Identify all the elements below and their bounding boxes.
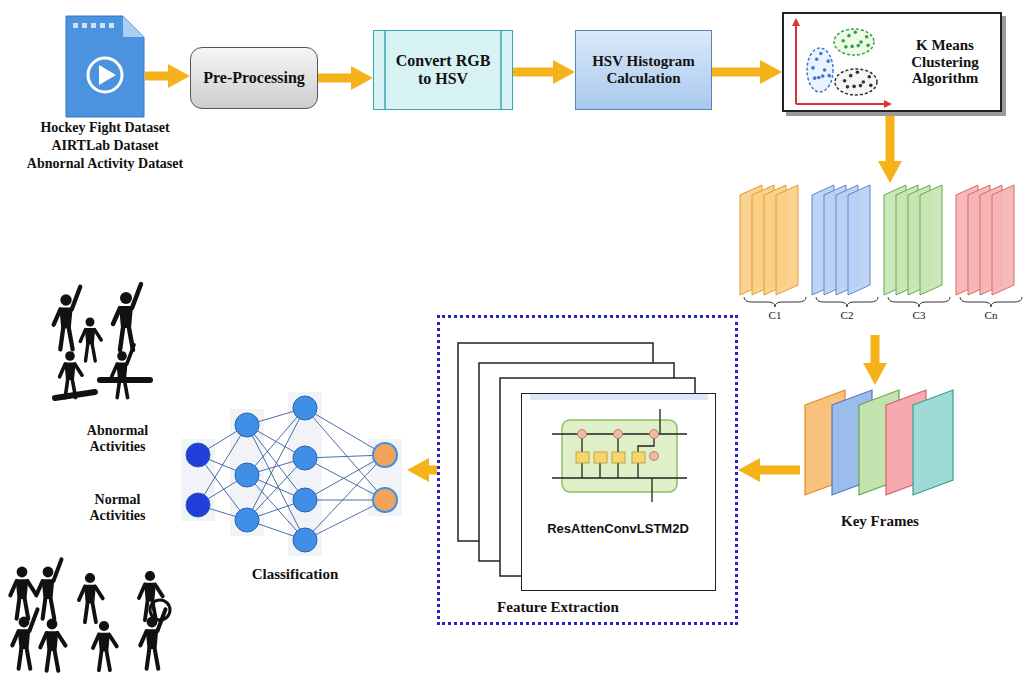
flow-arrow — [760, 466, 800, 475]
process-box: HSV Histogram Calculation — [575, 30, 712, 110]
abnormal-icon-panel — [46, 288, 162, 408]
node-art — [784, 14, 894, 114]
frame-clusters: C1 C2 C3 Cn — [735, 183, 1027, 335]
node-art — [175, 392, 407, 562]
node-art — [65, 15, 145, 118]
flow-arrow — [318, 74, 351, 83]
classifier-network: Classification — [175, 392, 407, 592]
normal-figures — [10, 559, 170, 670]
text-area: HSV Histogram Calculation — [582, 35, 705, 105]
cluster-label: C1 — [755, 309, 795, 321]
text-area: K Means Clustering Algorithm — [894, 18, 996, 106]
node-art — [800, 385, 960, 505]
cluster-label: C2 — [827, 309, 867, 321]
process-label: Pre-Processing — [203, 69, 305, 87]
dataset-name: Hockey Fight Dataset — [0, 120, 215, 136]
cluster-label: Cn — [971, 309, 1011, 321]
flow-arrow — [886, 112, 895, 161]
process-label: K Means Clustering Algorithm — [894, 37, 996, 87]
flow-arrow — [145, 72, 168, 81]
dataset-icon: Hockey Fight DatasetAIRTLab DatasetAbnor… — [65, 15, 145, 118]
clustering-box: K Means Clustering Algorithm — [782, 12, 1002, 112]
model-name: ResAttenConvLSTM2D — [522, 522, 714, 537]
text-area: Convert RGB to HSV — [390, 35, 496, 105]
dataset-name: AIRTLab Dataset — [0, 138, 215, 154]
stage-label: Feature Extraction — [458, 599, 658, 616]
cluster-label: C3 — [899, 309, 939, 321]
flow-arrow — [871, 335, 880, 363]
class-label: Normal Activities — [70, 492, 165, 524]
abnormal-figures — [54, 284, 150, 398]
model-page: ResAttenConvLSTM2D — [521, 393, 716, 591]
feature-extraction-panel: ResAttenConvLSTM2D Feature Extraction — [437, 315, 738, 625]
flow-arrow — [429, 466, 437, 475]
key-frames: Key Frames — [800, 385, 960, 545]
dataset-name: Abnornal Activity Dataset — [0, 156, 215, 172]
process-label: Convert RGB to HSV — [390, 52, 496, 88]
text-area: Pre-Processing — [197, 52, 311, 104]
stage-label: Key Frames — [800, 513, 960, 530]
node-art — [522, 394, 717, 514]
stage-label: Classification — [175, 566, 415, 583]
process-box: Pre-Processing — [190, 47, 318, 109]
flow-arrow — [513, 68, 553, 77]
process-label: HSV Histogram Calculation — [582, 53, 705, 87]
class-label: Abnormal Activities — [70, 423, 165, 455]
process-box: Convert RGB to HSV — [373, 30, 513, 110]
flow-arrow — [712, 68, 760, 77]
